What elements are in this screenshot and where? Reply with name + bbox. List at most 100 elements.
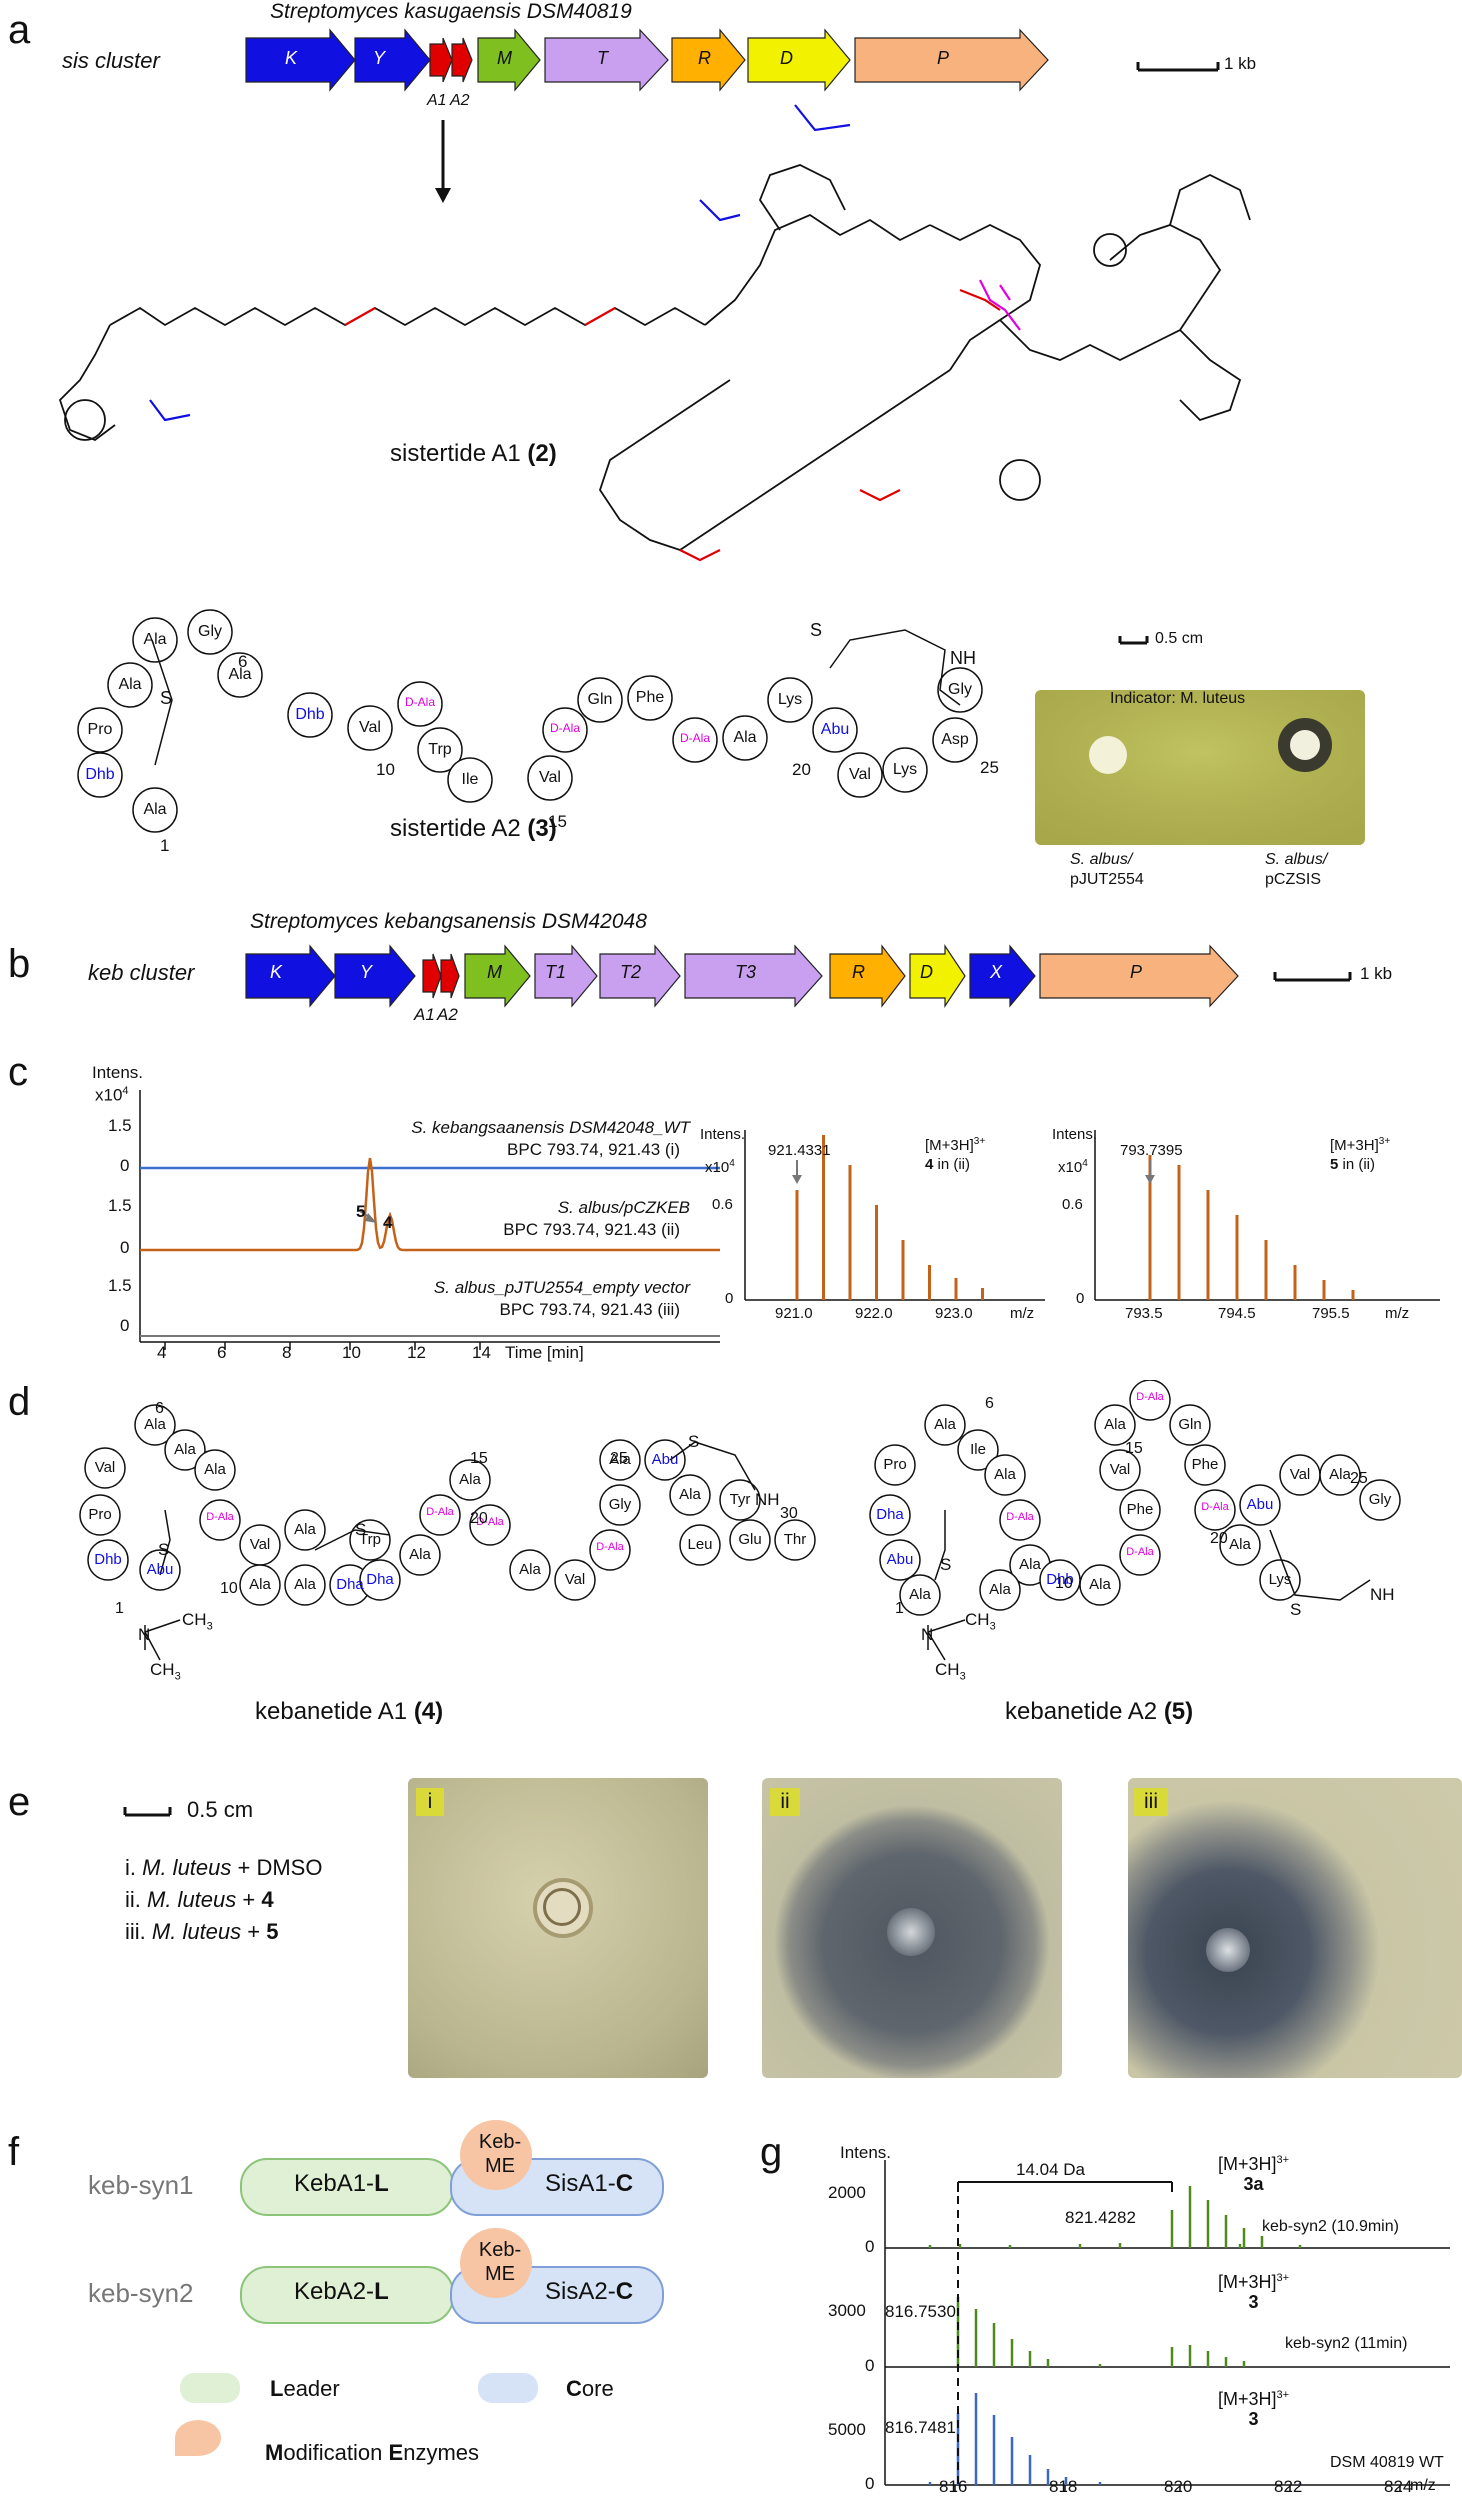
residue-label: Ala	[143, 631, 167, 648]
residue-position: 1	[895, 1600, 904, 1617]
keb-gene-label-T3: T3	[735, 962, 757, 982]
residue-circle	[1359, 1479, 1401, 1521]
residue-circle	[767, 677, 813, 723]
residue-label: Ala	[118, 676, 142, 693]
residue-circle	[719, 1479, 761, 1521]
keb-gene-label-D: D	[920, 962, 933, 982]
residue-circle	[1169, 1404, 1211, 1446]
sulfur-label: S	[940, 1555, 952, 1574]
plate-right-label: S. albus/pCZSIS	[1265, 851, 1328, 888]
ms2-peak-label: 793.7395	[1120, 1142, 1183, 1159]
residue-label: Pro	[87, 721, 113, 738]
residue-label: Ala	[409, 1546, 431, 1563]
ms1-xunit: m/z	[1010, 1305, 1035, 1322]
gene-arrow-A2	[451, 37, 473, 83]
c-ytick-6: 0	[120, 1316, 130, 1335]
residue-label: Ala	[1329, 1466, 1351, 1483]
plate-scale-text: 0.5 cm	[1155, 630, 1204, 647]
residue-label: Ala	[294, 1521, 316, 1538]
residue-circle	[774, 1519, 816, 1561]
residue-circle	[882, 747, 928, 793]
g1-peak-label: 821.4282	[1065, 2208, 1136, 2227]
keb-gene-label-R: R	[852, 962, 865, 982]
gene-arrow-T3	[684, 944, 823, 1008]
residue-label: Val	[94, 1459, 116, 1476]
residue-circle	[347, 705, 393, 751]
residue-label: Lys	[892, 761, 918, 778]
residue-label: Abu	[1246, 1496, 1274, 1513]
residue-label: Abu	[886, 1551, 914, 1568]
residue-label: Dhb	[85, 766, 115, 783]
residue-circle	[1194, 1489, 1236, 1531]
legend-item-iii: iii. M. luteus + 5	[125, 1919, 279, 1944]
legend-core-text: Core	[566, 2376, 614, 2401]
gene-label-A2: A2	[450, 92, 470, 109]
residue-label: Ala	[1229, 1536, 1251, 1553]
residue-circle	[359, 1559, 401, 1601]
construct-2-core-label: SisA2-C	[545, 2278, 634, 2305]
residue-circle	[1259, 1559, 1301, 1601]
residue-label: Val	[249, 1536, 271, 1553]
residue-label: Abu	[651, 1451, 679, 1468]
residue-label: Ala	[459, 1471, 481, 1488]
chromatogram-yunit: x104	[95, 1085, 129, 1105]
g1-name: keb-syn2 (10.9min)	[1262, 2218, 1399, 2235]
residue-label: D-Ala	[426, 1506, 454, 1518]
residue-label: Gly	[1368, 1491, 1392, 1508]
gene-arrow-K-keb	[245, 944, 336, 1008]
gene-arrow-A1-keb	[422, 953, 442, 999]
plate-left-label: S. albus/pJUT2554	[1070, 851, 1144, 888]
construct-1-enzyme	[460, 2120, 532, 2190]
residue-label: D-Ala	[476, 1516, 504, 1528]
residue-label: Val	[1109, 1461, 1131, 1478]
panel-label-g: g	[760, 2130, 783, 2174]
ms2-ylabel: Intens.	[1052, 1126, 1098, 1143]
residue-position: 1	[160, 836, 170, 855]
g-delta-label: 14.04 Da	[1016, 2160, 1085, 2179]
legend-core-swatch	[478, 2373, 538, 2403]
plate-photo-iii	[1128, 1778, 1462, 2078]
photo-tag-i: i	[416, 1788, 444, 1816]
residue-label: Asp	[941, 731, 969, 748]
c-ytick-2: 0	[120, 1156, 130, 1175]
residue-label: Val	[539, 769, 561, 786]
sulfur-label: S	[355, 1520, 367, 1539]
residue-circle	[1079, 1564, 1121, 1606]
residue-circle	[447, 757, 493, 803]
residue-label: D-Ala	[206, 1511, 234, 1523]
panel-label-a: a	[8, 8, 31, 52]
residue-circle	[672, 717, 718, 763]
residue-label: Ala	[204, 1461, 226, 1478]
residue-label: Ala	[609, 1451, 631, 1468]
residue-label: Gly	[608, 1496, 632, 1513]
residue-circle	[87, 1539, 129, 1581]
plate-disc-left	[1089, 736, 1127, 774]
c-xtick-label: 14	[472, 1343, 491, 1362]
residue-circle	[1129, 1380, 1171, 1421]
ms1-ion: [M+3H]3+	[925, 1136, 986, 1154]
c-ytick-4: 0	[120, 1238, 130, 1257]
trace-ii-bpc: BPC 793.74, 921.43 (ii)	[503, 1220, 680, 1239]
legend-item-i: i. M. luteus + DMSO	[125, 1855, 323, 1880]
keb-gene-label-M: M	[487, 962, 502, 982]
residue-position: 6	[238, 652, 248, 671]
residue-circle	[729, 1519, 771, 1561]
trace-iii-name: S. albus_pJTU2554_empty vector	[433, 1278, 690, 1297]
residue-position: 20	[792, 760, 811, 779]
ms1-xtick-3: 923.0	[935, 1305, 973, 1322]
sulfur-label: S	[810, 620, 823, 640]
gene-arrow-T2	[599, 944, 681, 1008]
gene-arrow-X	[969, 944, 1036, 1008]
g2-peak-label: 816.7530	[885, 2302, 956, 2321]
construct-1-core-label: SisA1-C	[545, 2170, 634, 2197]
gene-arrow-M-keb	[464, 944, 531, 1008]
residue-circle	[107, 662, 153, 708]
residue-label: Ala	[1104, 1416, 1126, 1433]
residue-position: 15	[1125, 1440, 1143, 1457]
residue-circle	[879, 1539, 921, 1581]
ms2-ion: [M+3H]3+	[1330, 1136, 1391, 1154]
g1-ion: [M+3H]3+3a	[1218, 2154, 1290, 2194]
residue-circle	[899, 1574, 941, 1616]
gene-label-A1: A1	[427, 92, 447, 109]
residue-circle	[1099, 1449, 1141, 1491]
